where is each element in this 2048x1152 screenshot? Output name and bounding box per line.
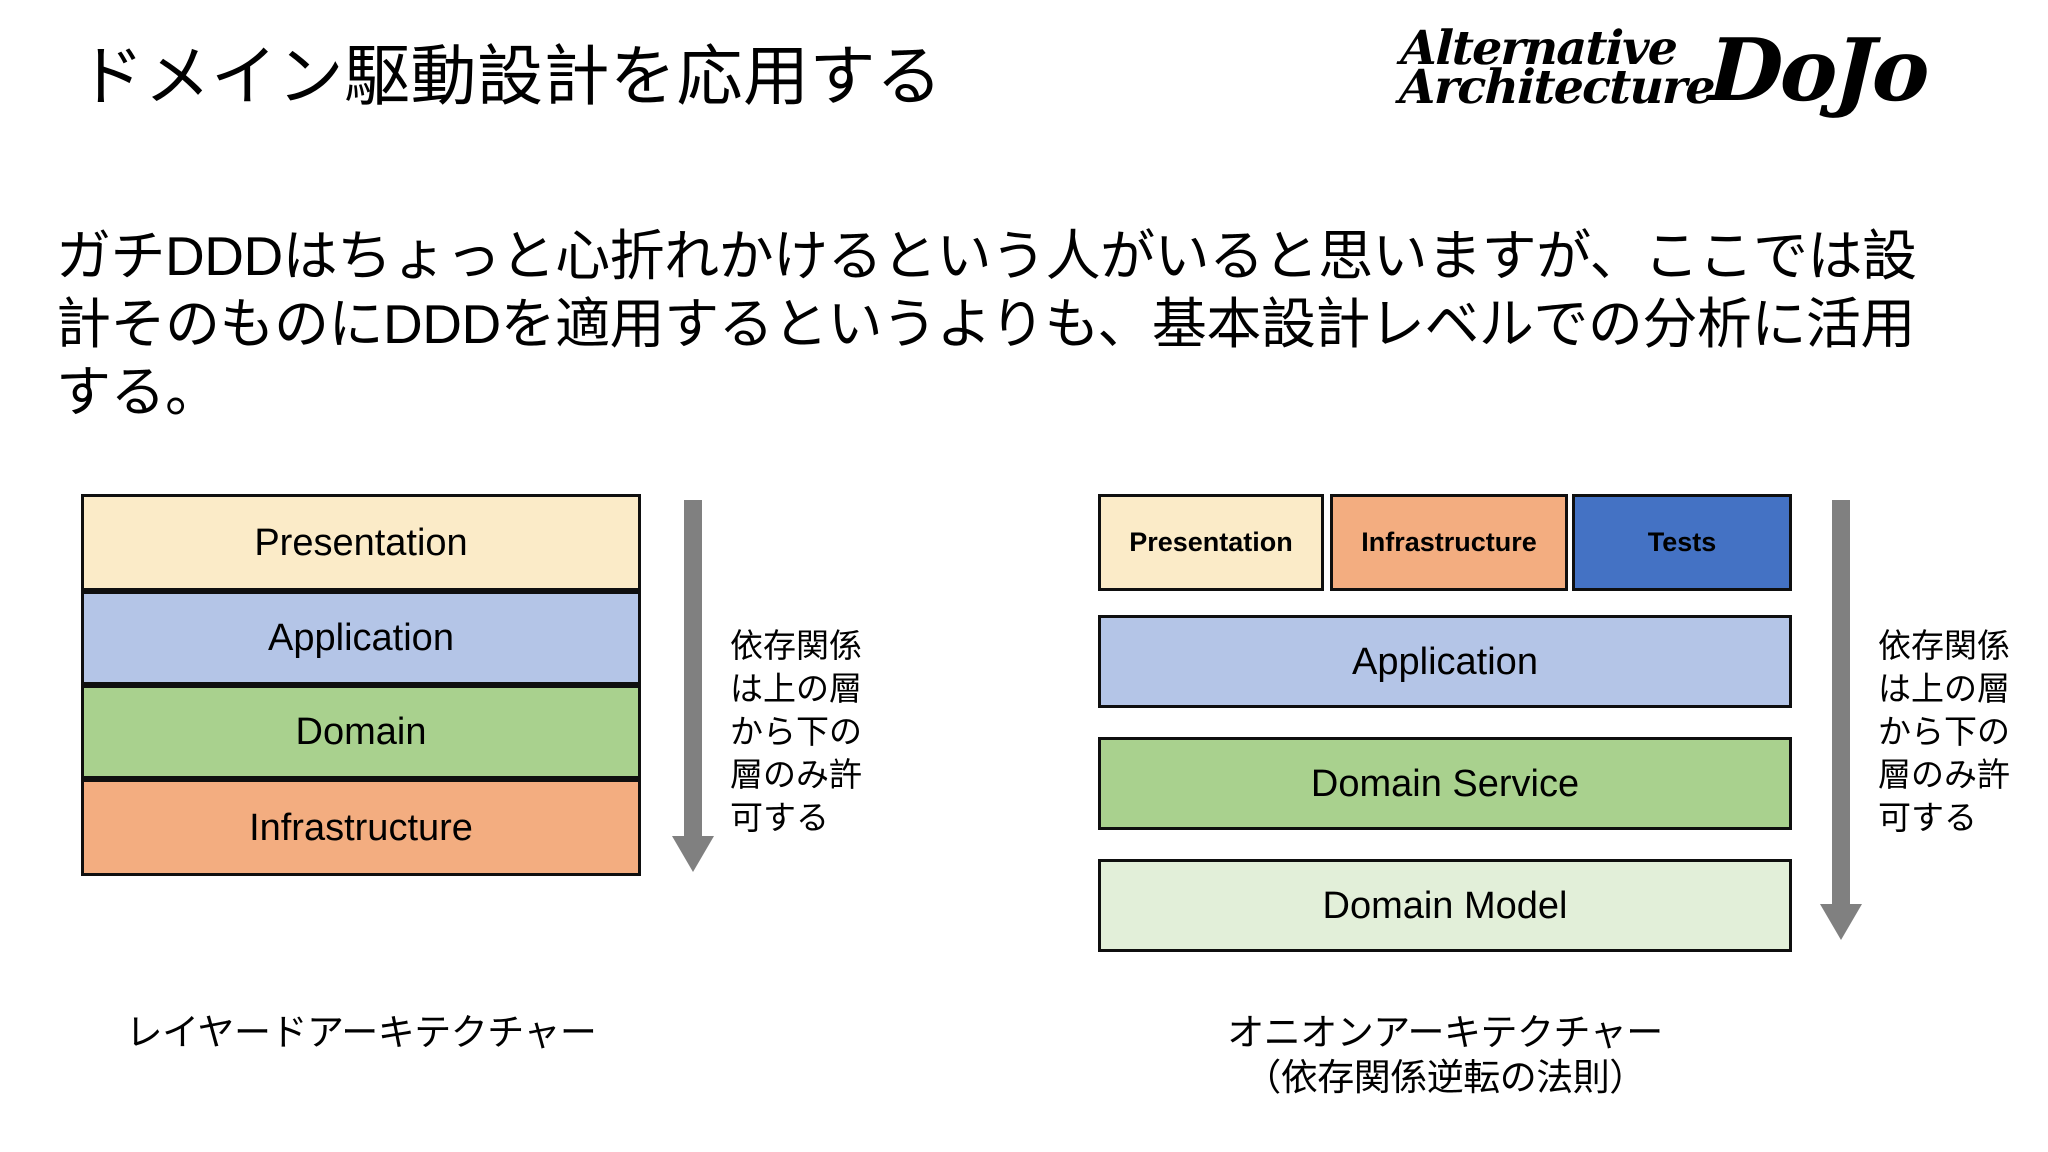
dependency-note-line: 可する	[730, 798, 829, 836]
dependency-note-line: から下の	[1878, 712, 2010, 750]
layered-layer-label: Domain	[295, 711, 427, 753]
onion-layer-label: Application	[1352, 640, 1538, 683]
down-arrow-icon	[672, 500, 714, 872]
layered-layer-presentation: Presentation	[81, 494, 641, 591]
dependency-note-line: 層のみ許	[730, 755, 862, 793]
dependency-note-line: 依存関係	[730, 627, 862, 664]
layered-layer-infrastructure: Infrastructure	[81, 779, 641, 876]
body-paragraph: ガチDDDはちょっと心折れかけるという人がいると思いますが、ここでは設計そのもの…	[56, 225, 1917, 424]
page-title: ドメイン駆動設計を応用する	[78, 39, 943, 113]
onion-caption-line1: オニオンアーキテクチャー	[1227, 1012, 1663, 1053]
down-arrow-icon	[1820, 500, 1862, 940]
layered-diagram-caption: レイヤードアーキテクチャー	[125, 1012, 597, 1053]
brand-logo: Alternative Architecture DoJo	[1398, 20, 2032, 121]
dependency-note-line: は上の層	[1878, 669, 2010, 707]
dependency-note: 依存関係 は上の層 から下の 層のみ許 可する	[730, 625, 880, 839]
dependency-note-line: は上の層	[730, 669, 862, 707]
onion-top-label: Tests	[1647, 527, 1717, 557]
onion-top-label: Presentation	[1129, 527, 1293, 557]
dependency-note-line: から下の	[730, 712, 862, 750]
onion-layer-label: Domain Model	[1322, 884, 1568, 927]
brand-logo-dojo: DoJo	[1706, 20, 1929, 121]
arrow-head	[672, 836, 714, 872]
onion-top-infrastructure: Infrastructure	[1330, 494, 1568, 591]
layered-layer-domain: Domain	[81, 685, 641, 779]
dependency-note-line: 可する	[1878, 798, 1977, 836]
onion-caption-line2: （依存関係逆転の法則）	[1244, 1057, 1646, 1099]
dependency-note-line: 層のみ許	[1878, 755, 2010, 793]
onion-top-tests: Tests	[1572, 494, 1792, 591]
arrow-shaft	[684, 500, 702, 836]
onion-layer-label: Domain Service	[1310, 762, 1580, 805]
brand-logo-line2: Architecture	[1398, 59, 1715, 115]
layered-layer-application: Application	[81, 591, 641, 685]
arrow-shaft	[1832, 500, 1850, 904]
onion-diagram-caption: オニオンアーキテクチャー （依存関係逆転の法則）	[1098, 1010, 1792, 1100]
onion-top-presentation: Presentation	[1098, 494, 1324, 591]
dependency-note-line: 依存関係	[1878, 627, 2010, 664]
onion-top-label: Infrastructure	[1361, 527, 1537, 557]
onion-layer-domain-service: Domain Service	[1098, 737, 1792, 830]
onion-layer-domain-model: Domain Model	[1098, 859, 1792, 952]
brand-logo-text: Alternative Architecture	[1398, 21, 1716, 115]
layered-layer-label: Presentation	[254, 521, 468, 564]
onion-layer-application: Application	[1098, 615, 1792, 708]
layered-layer-label: Application	[268, 617, 454, 659]
arrow-head	[1820, 904, 1862, 940]
dependency-note: 依存関係 は上の層 から下の 層のみ許 可する	[1878, 625, 2028, 839]
layered-layer-label: Infrastructure	[249, 806, 473, 849]
